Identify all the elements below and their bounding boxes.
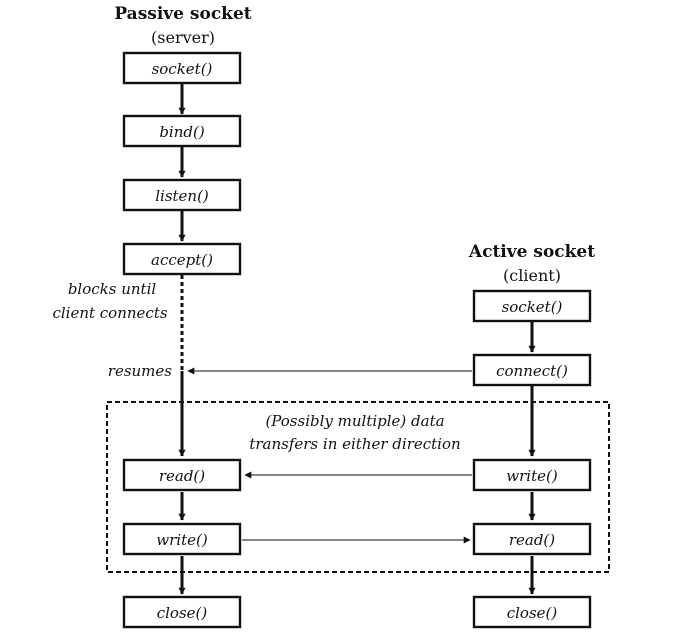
client-connect-box: connect() [472,353,592,387]
server-read-box: read() [122,458,242,492]
client-socket-box: socket() [472,289,592,323]
server-bind-label: bind() [159,123,205,141]
server-socket-box: socket() [122,51,242,85]
client-close-label: close() [507,604,558,622]
blocks-until-note: blocks until [68,280,157,298]
client-write-label: write() [506,467,558,485]
client-write-box: write() [472,458,592,492]
server-listen-label: listen() [155,187,209,205]
server-listen-box: listen() [122,178,242,212]
server-title: Passive socket [114,4,251,24]
resumes-note: resumes [108,362,173,380]
server-close-label: close() [157,604,208,622]
transfer-note-line1: (Possibly multiple) data [265,412,444,430]
client-read-box: read() [472,522,592,556]
data-transfer-region [106,401,610,573]
client-close-box: close() [472,595,592,629]
client-subtitle: (client) [503,266,561,285]
client-title: Active socket [468,242,595,262]
server-close-box: close() [122,595,242,629]
server-accept-label: accept() [151,251,213,269]
client-connects-note: client connects [52,304,167,322]
server-write-box: write() [122,522,242,556]
server-bind-box: bind() [122,114,242,148]
server-subtitle: (server) [151,28,215,47]
server-socket-label: socket() [152,60,213,78]
client-read-label: read() [509,531,555,549]
server-accept-box: accept() [122,242,242,276]
client-socket-label: socket() [502,298,563,316]
server-write-label: write() [156,531,208,549]
server-read-label: read() [159,467,205,485]
client-connect-label: connect() [496,362,568,380]
transfer-note-line2: transfers in either direction [249,435,460,453]
